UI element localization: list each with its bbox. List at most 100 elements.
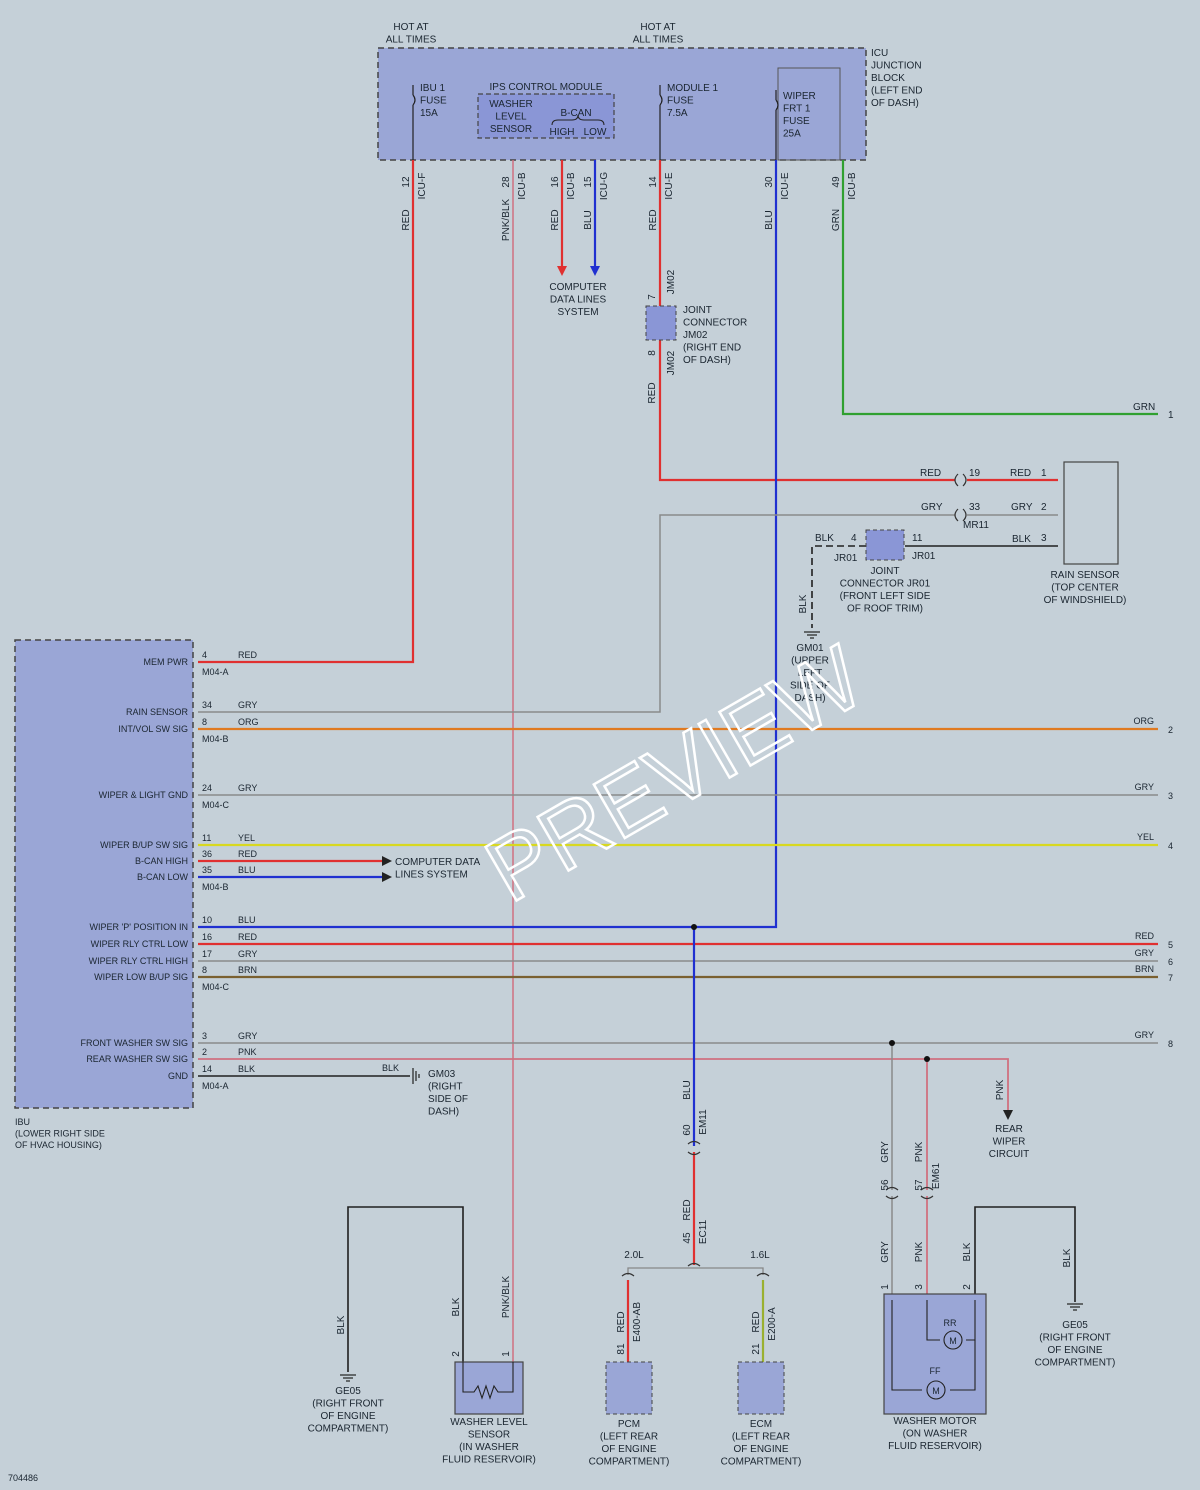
wire-color-label: BLK — [382, 1063, 399, 1073]
wire-color-label: RED — [920, 468, 941, 479]
washer-motor-pin: 2 — [962, 1284, 973, 1290]
wire-color-label: RED — [751, 1311, 762, 1332]
rain-sensor-pin: 3 — [1041, 533, 1047, 544]
wire-color-label: BLU — [583, 210, 594, 229]
connection-number: 5 — [1168, 940, 1173, 950]
ecm-pin-number: 21 — [751, 1343, 762, 1355]
wire-color-label: BLK — [815, 533, 834, 544]
ibu-pin-function: GND — [168, 1071, 189, 1081]
ibu-connector-id: M04-B — [202, 734, 229, 744]
connection-number: 8 — [1168, 1039, 1173, 1049]
wiper-fuse-label: FRT 1 — [783, 104, 811, 115]
ibu-connector-id: M04-B — [202, 882, 229, 892]
rain-sensor-label: RAIN SENSOR — [1051, 570, 1120, 581]
ips-control-module — [477, 93, 615, 139]
icu-pin-number: 49 — [831, 176, 842, 188]
em61-connector-id: EM61 — [931, 1163, 942, 1190]
ibu-pin-number: 35 — [202, 865, 212, 875]
ibu-pin-number: 8 — [202, 717, 207, 727]
mr11-connector-id: MR11 — [963, 520, 989, 531]
em11-pin-number: 60 — [682, 1124, 693, 1136]
pcm-pin-number: 81 — [616, 1343, 627, 1355]
icu-pin-number: 12 — [401, 176, 412, 188]
ibu-pin-function: B-CAN LOW — [137, 872, 189, 882]
icu-pin-number: 30 — [764, 176, 775, 188]
connection-number: 7 — [1168, 973, 1173, 983]
hot-at-all-times-label: HOT AT — [393, 22, 428, 33]
ecm-location-label: ECM — [750, 1419, 772, 1430]
ibu-pin-number: 11 — [202, 833, 211, 843]
jr01-joint-connector — [865, 529, 905, 561]
ibu-fuse-label: FUSE — [420, 96, 447, 107]
inline-connectors — [621, 1140, 934, 1277]
computer-data-lines-label: COMPUTER DATA — [395, 857, 481, 868]
wiper-fuse-box — [777, 67, 841, 161]
rain-sensor-box — [1063, 461, 1119, 565]
mr11-pin-number: 19 — [969, 468, 981, 479]
wire-color-label: PNK — [238, 1047, 257, 1057]
washer-level-sensor-label: WASHER — [489, 99, 533, 110]
pcm-box — [605, 1361, 653, 1415]
gm01-ground-label: GM01 — [796, 643, 824, 654]
arrow-bcan-high — [382, 856, 392, 866]
ips-control-module-label: IPS CONTROL MODULE — [490, 82, 603, 93]
jm02-joint-connector-label: OF DASH) — [683, 355, 731, 366]
icu-junction-block-label: (LEFT END — [871, 86, 923, 97]
ibu-pin-function: WIPER RLY CTRL HIGH — [89, 956, 188, 966]
ecm-box — [737, 1361, 785, 1415]
arrow-red-cdl — [557, 266, 567, 276]
engine-variant-label: 2.0L — [624, 1250, 644, 1261]
wire-color-label: GRY — [921, 502, 943, 513]
wire-red-mem-pwr — [198, 160, 415, 664]
ecm-connector-id: E200-A — [767, 1307, 778, 1341]
wire-color-label: BLU — [682, 1080, 693, 1099]
jm02-joint-connector-label: JM02 — [683, 330, 708, 341]
module-fuse-symbol — [659, 85, 663, 160]
ge05-ground-label: GE05 — [1062, 1320, 1088, 1331]
wire-color-label: GRY — [238, 1031, 257, 1041]
wire-color-label: GRY — [238, 783, 257, 793]
arrow-rear-wiper — [1003, 1110, 1013, 1120]
wire-color-label: YEL — [238, 833, 255, 843]
wire-color-label: GRN — [831, 209, 842, 231]
computer-data-lines-label: LINES SYSTEM — [395, 870, 468, 881]
ground-symbols — [340, 631, 1083, 1382]
washer-motor-label: (ON WASHER — [903, 1429, 968, 1440]
jr01-joint-connector-label: CONNECTOR JR01 — [840, 579, 931, 590]
connection-number: 2 — [1168, 725, 1173, 735]
module-fuse-label: 7.5A — [667, 108, 688, 119]
wire-blk-gm01 — [811, 545, 866, 628]
ecm-location-label: OF ENGINE — [733, 1444, 788, 1455]
ibu-pin-function: INT/VOL SW SIG — [118, 724, 188, 734]
ibu-pin-number: 16 — [202, 932, 212, 942]
rear-motor-label: RR — [944, 1318, 957, 1328]
rain-sensor-pin: 1 — [1041, 468, 1047, 479]
icu-pin-number: 14 — [648, 176, 659, 188]
motor-symbol: M — [949, 1336, 957, 1346]
washer-level-sensor-location-label: FLUID RESERVOIR) — [442, 1455, 536, 1466]
pcm-location-label: PCM — [618, 1419, 640, 1430]
ec11-connector-id: EC11 — [698, 1219, 709, 1244]
gm03-ground-label: SIDE OF — [428, 1094, 468, 1105]
icu-connector-id: ICU-E — [780, 172, 791, 200]
jr01-joint-connector-label: JOINT — [871, 566, 900, 577]
icu-connector-id: ICU-F — [417, 173, 428, 200]
ibu-location-label: OF HVAC HOUSING) — [15, 1140, 102, 1150]
rear-wiper-circuit-label: CIRCUIT — [989, 1149, 1030, 1160]
washer-motor-box — [883, 1293, 987, 1415]
jr01-joint-connector-label: (FRONT LEFT SIDE — [840, 591, 931, 602]
arrows — [382, 266, 1013, 1120]
connection-number: 3 — [1168, 791, 1173, 801]
icu-junction-block-label: OF DASH) — [871, 98, 919, 109]
wire-color-label: BRN — [238, 965, 257, 975]
rain-sensor-label: OF WINDSHIELD) — [1044, 595, 1127, 606]
jm02-joint-connector-label: JOINT — [683, 305, 712, 316]
icu-junction-block-label: JUNCTION — [871, 61, 922, 72]
washer-level-sensor-box — [454, 1361, 524, 1415]
jm02-connector-id: JM02 — [666, 269, 677, 294]
wire-color-label: BLK — [238, 1064, 255, 1074]
icu-pin-number: 28 — [501, 176, 512, 188]
wire-color-label: RED — [648, 209, 659, 230]
wire-color-label: GRY — [238, 700, 257, 710]
jm02-joint-connector — [645, 305, 677, 341]
